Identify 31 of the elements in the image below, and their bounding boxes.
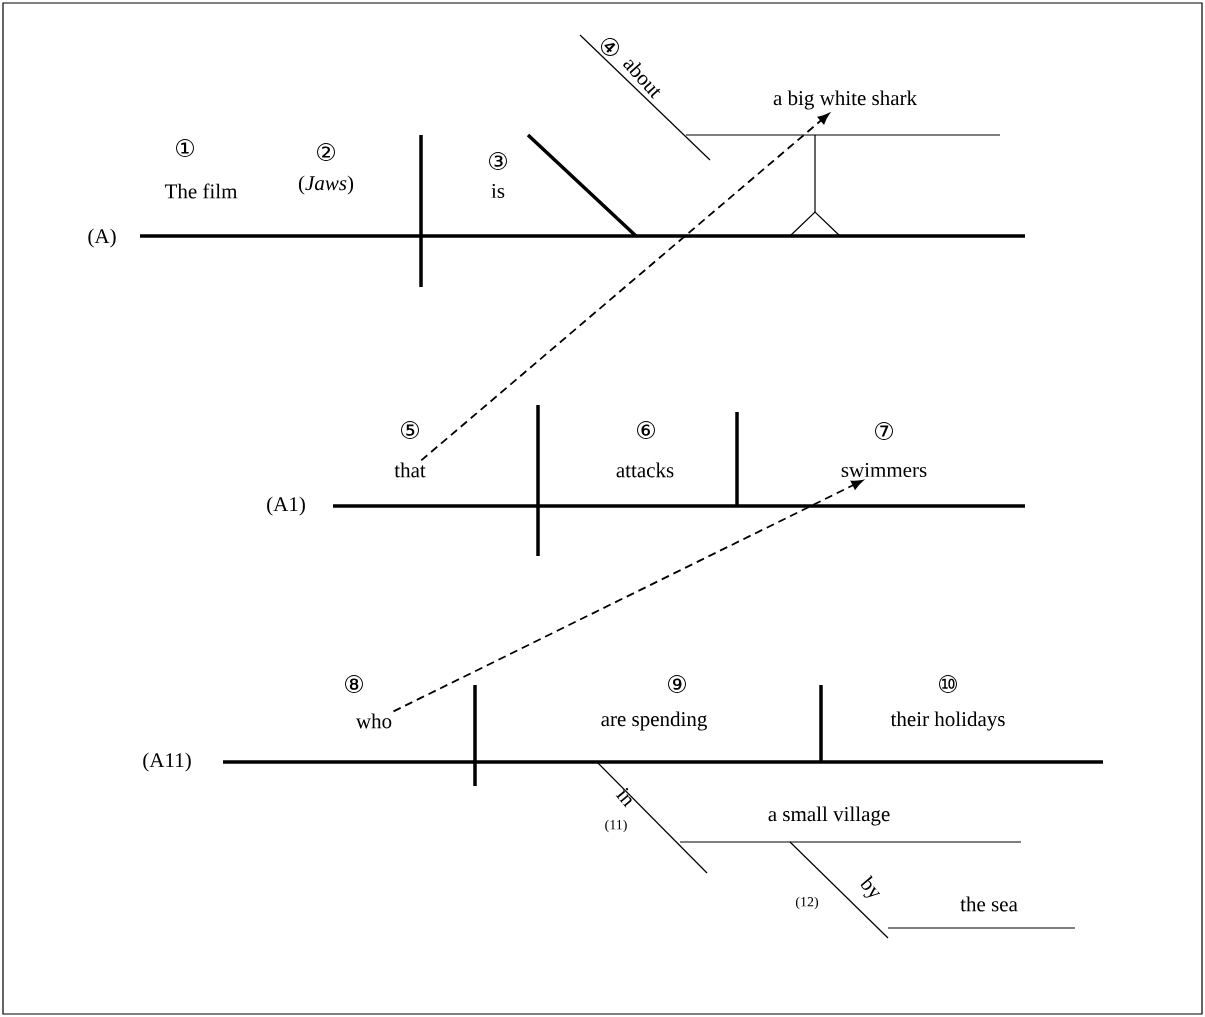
word-label: by	[860, 874, 881, 898]
callout-number: (12)	[795, 896, 819, 910]
word-label: the sea	[960, 896, 1018, 912]
word-label: (A)	[88, 228, 116, 248]
word-label: (A1)	[267, 496, 305, 516]
word-label: attacks	[616, 462, 674, 478]
callout-number: ⑥	[637, 421, 655, 439]
callout-number: ④	[601, 38, 619, 56]
callout-number: ②	[317, 143, 335, 161]
word-label: are spending	[601, 711, 707, 731]
word-label: a big white shark	[773, 90, 918, 110]
word-label: is	[491, 183, 505, 199]
callout-number: ⑨	[668, 675, 686, 693]
dashed-arrow	[420, 113, 830, 462]
callout-number: ⑩	[939, 675, 957, 693]
callout-number: ③	[489, 152, 507, 170]
word-label: who	[355, 713, 392, 729]
word-label: swimmers	[841, 462, 927, 478]
dashed-arrow	[392, 479, 863, 713]
word-label: The film	[164, 183, 238, 199]
callout-number: ⑧	[345, 675, 363, 693]
word-label: (A11)	[143, 752, 191, 772]
word-label: that	[394, 462, 426, 478]
callout-number: ①	[176, 139, 194, 157]
callout-number: (11)	[605, 819, 627, 833]
callout-number: ⑦	[875, 422, 893, 440]
word-label: a small village	[768, 806, 890, 826]
word-label: in	[615, 788, 632, 808]
word-label: (Jaws)	[298, 175, 354, 195]
word-label: their holidays	[890, 711, 1005, 731]
callout-number: ⑤	[401, 421, 419, 439]
